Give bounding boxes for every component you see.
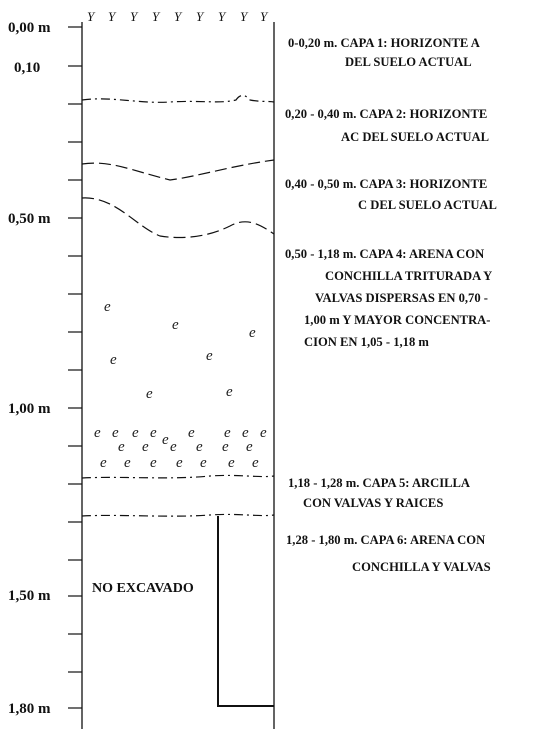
depth-label-150: 1,50 m — [8, 588, 51, 604]
svg-text:CION EN 1,05 - 1,18 m: CION EN 1,05 - 1,18 m — [304, 335, 429, 349]
svg-text:e: e — [132, 425, 139, 441]
svg-text:Y: Y — [130, 9, 139, 24]
svg-text:Y: Y — [174, 9, 183, 24]
boundary-layer-2-3 — [81, 159, 275, 181]
svg-text:e: e — [260, 425, 267, 441]
boundary-layer-5-6 — [81, 513, 275, 517]
svg-text:e: e — [170, 439, 177, 455]
svg-text:e: e — [162, 432, 169, 448]
layer-2-description: 0,20 - 0,40 m. CAPA 2: HORIZONTE AC DEL … — [285, 107, 489, 144]
svg-text:e: e — [150, 425, 157, 441]
unexcavated-area-outline — [217, 516, 274, 707]
svg-text:1,18 - 1,28 m. CAPA 5: ARCILLA: 1,18 - 1,28 m. CAPA 5: ARCILLA — [288, 476, 470, 490]
svg-text:CONCHILLA Y VALVAS: CONCHILLA Y VALVAS — [352, 560, 491, 574]
depth-label-010: 0,10 — [14, 60, 40, 76]
shell-symbols-concentrated: e e e e e e e e e e e e e e e e e e e e … — [94, 425, 267, 471]
svg-text:e: e — [228, 455, 235, 471]
svg-text:Y: Y — [196, 9, 205, 24]
svg-text:1,00 m Y MAYOR CONCENTRA-: 1,00 m Y MAYOR CONCENTRA- — [304, 313, 490, 327]
boundary-layer-1-2 — [81, 94, 275, 103]
svg-text:e: e — [176, 455, 183, 471]
svg-text:0,40 - 0,50 m. CAPA 3: HORIZON: 0,40 - 0,50 m. CAPA 3: HORIZONTE — [285, 177, 487, 191]
svg-text:e: e — [104, 299, 111, 315]
depth-ticks — [68, 26, 82, 709]
svg-text:C DEL SUELO ACTUAL: C DEL SUELO ACTUAL — [358, 198, 497, 212]
layer-6-description: 1,28 - 1,80 m. CAPA 6: ARENA CON CONCHIL… — [286, 533, 491, 574]
svg-text:e: e — [222, 439, 229, 455]
layer-4-description: 0,50 - 1,18 m. CAPA 4: ARENA CON CONCHIL… — [285, 247, 492, 349]
unexcavated-label: NO EXCAVADO — [92, 581, 194, 596]
depth-label-180: 1,80 m — [8, 701, 51, 717]
svg-text:e: e — [110, 352, 117, 368]
shell-symbols-dispersed: e e e e e e e — [104, 299, 256, 402]
depth-label-050: 0,50 m — [8, 211, 51, 227]
svg-text:CONCHILLA TRITURADA Y: CONCHILLA TRITURADA Y — [325, 269, 492, 283]
svg-text:AC DEL SUELO ACTUAL: AC DEL SUELO ACTUAL — [341, 130, 489, 144]
svg-text:e: e — [118, 439, 125, 455]
svg-text:Y: Y — [240, 9, 249, 24]
svg-text:DEL SUELO ACTUAL: DEL SUELO ACTUAL — [345, 55, 472, 69]
svg-text:VALVAS DISPERSAS EN 0,70 -: VALVAS DISPERSAS EN 0,70 - — [315, 291, 488, 305]
svg-text:CON VALVAS Y RAICES: CON VALVAS Y RAICES — [303, 496, 443, 510]
boundary-layer-3-4 — [81, 197, 275, 239]
svg-text:e: e — [124, 455, 131, 471]
layer-5-description: 1,18 - 1,28 m. CAPA 5: ARCILLA CON VALVA… — [288, 476, 470, 510]
svg-text:e: e — [206, 348, 213, 364]
svg-text:e: e — [94, 425, 101, 441]
depth-label-0: 0,00 m — [8, 20, 51, 36]
svg-text:e: e — [200, 455, 207, 471]
svg-text:e: e — [196, 439, 203, 455]
svg-text:e: e — [249, 325, 256, 341]
layer-3-description: 0,40 - 0,50 m. CAPA 3: HORIZONTE C DEL S… — [285, 177, 497, 212]
svg-text:e: e — [242, 425, 249, 441]
grass-symbols: Y Y Y Y Y Y Y Y Y — [87, 9, 269, 24]
svg-text:Y: Y — [87, 9, 96, 24]
svg-text:e: e — [246, 439, 253, 455]
svg-text:e: e — [142, 439, 149, 455]
svg-text:Y: Y — [260, 9, 269, 24]
svg-text:0-0,20 m. CAPA 1: HORIZONTE A: 0-0,20 m. CAPA 1: HORIZONTE A — [288, 36, 480, 50]
svg-text:Y: Y — [218, 9, 227, 24]
svg-text:e: e — [172, 317, 179, 333]
svg-text:Y: Y — [108, 9, 117, 24]
svg-text:e: e — [100, 455, 107, 471]
svg-text:e: e — [112, 425, 119, 441]
boundary-layer-4-5 — [81, 474, 275, 479]
depth-label-100: 1,00 m — [8, 401, 51, 417]
svg-text:Y: Y — [152, 9, 161, 24]
svg-text:e: e — [226, 384, 233, 400]
svg-text:0,20 - 0,40 m. CAPA 2: HORIZON: 0,20 - 0,40 m. CAPA 2: HORIZONTE — [285, 107, 487, 121]
svg-text:e: e — [150, 455, 157, 471]
svg-text:e: e — [146, 386, 153, 402]
svg-text:e: e — [252, 455, 259, 471]
svg-text:e: e — [188, 425, 195, 441]
svg-text:0,50 - 1,18 m. CAPA 4: ARENA C: 0,50 - 1,18 m. CAPA 4: ARENA CON — [285, 247, 484, 261]
layer-1-description: 0-0,20 m. CAPA 1: HORIZONTE A DEL SUELO … — [288, 36, 480, 69]
svg-text:1,28 - 1,80 m. CAPA 6: ARENA C: 1,28 - 1,80 m. CAPA 6: ARENA CON — [286, 533, 485, 547]
svg-text:e: e — [224, 425, 231, 441]
